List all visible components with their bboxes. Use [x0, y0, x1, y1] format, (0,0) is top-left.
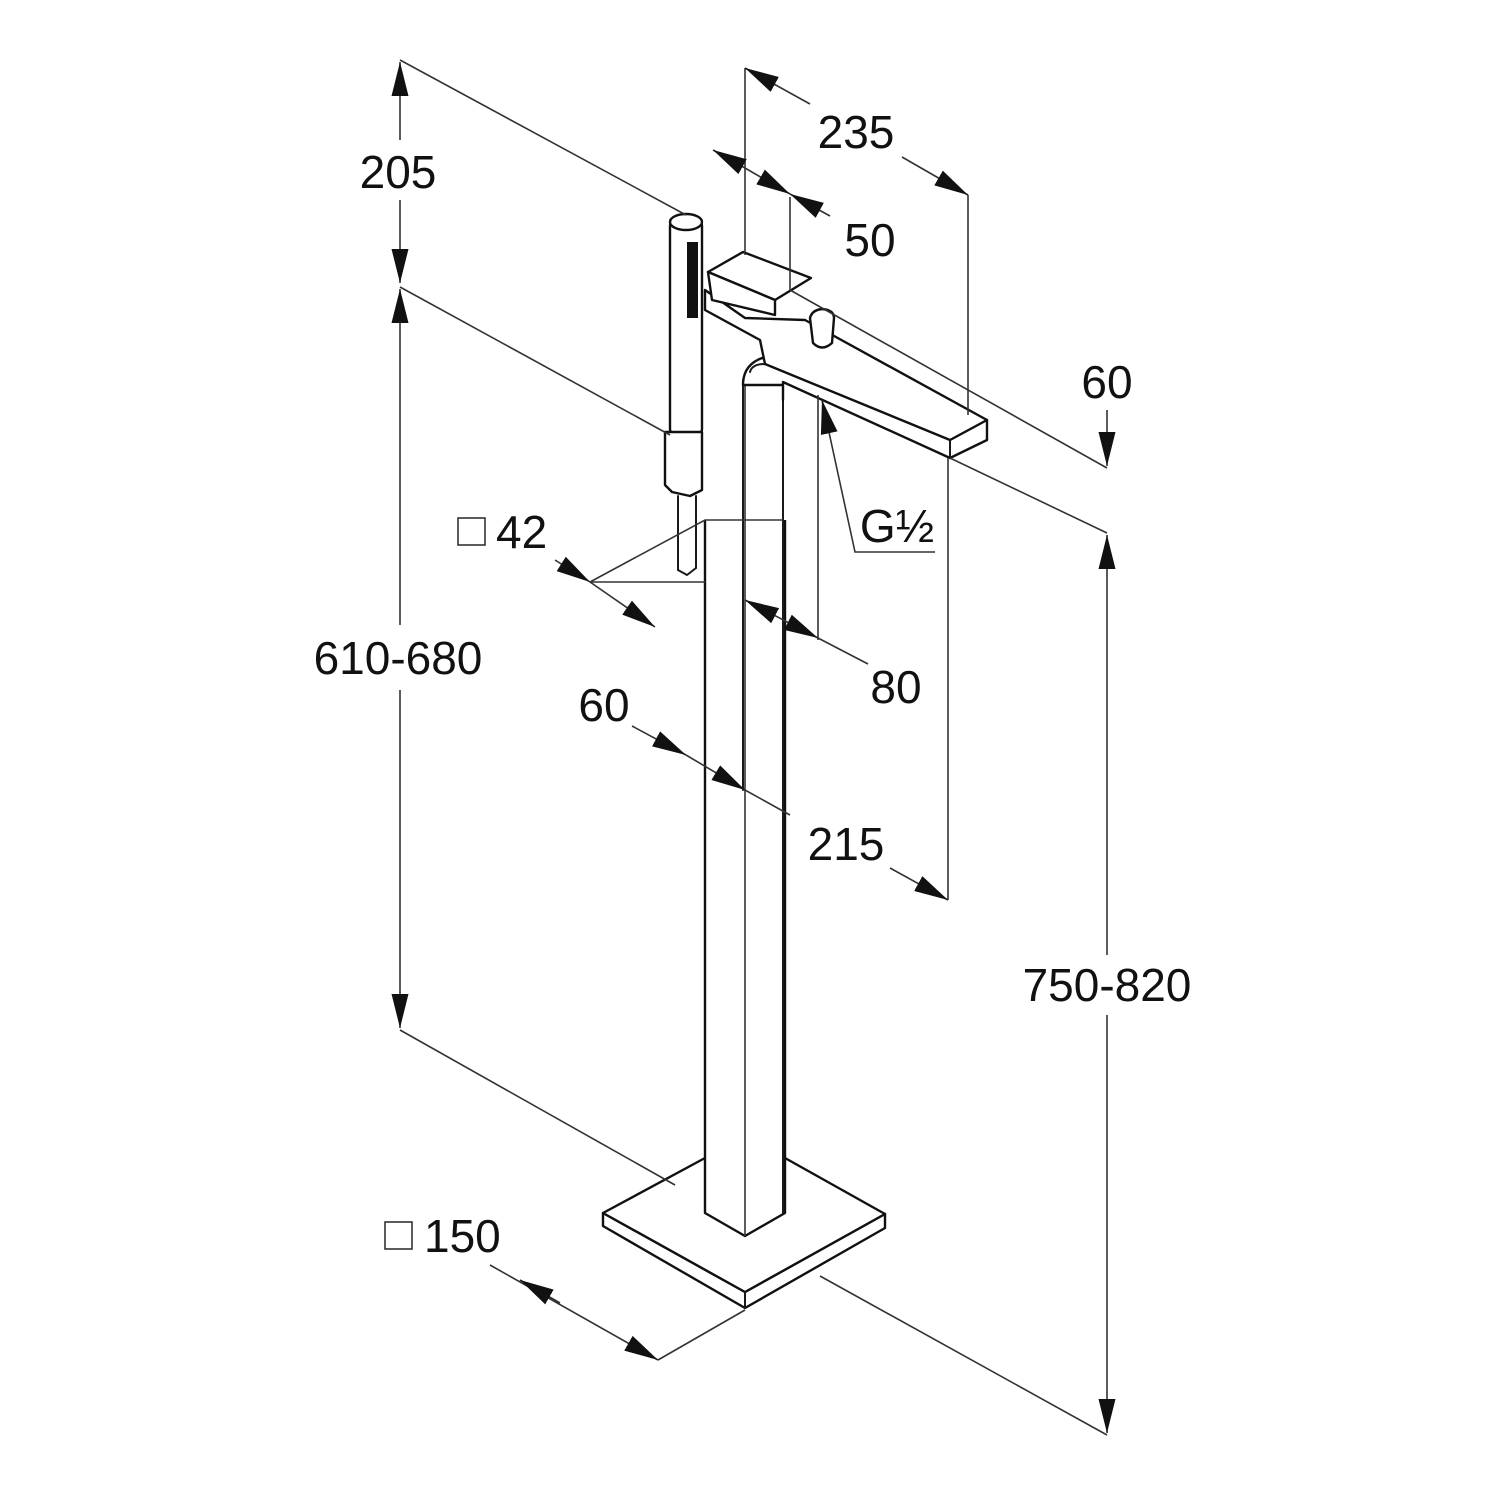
dim-label-215: 215: [808, 818, 885, 870]
shower-bracket-outline: [589, 519, 783, 583]
dim-label-150: 150: [424, 1210, 501, 1262]
diverter-knob: [808, 307, 836, 349]
mixer-lever: [706, 250, 813, 317]
square-symbol-icon: [384, 1221, 413, 1250]
dimension-lines: [391, 59, 1116, 1436]
spout: [703, 288, 989, 460]
dim-label-235: 235: [818, 106, 895, 158]
square-symbol-icon: [457, 517, 486, 546]
dim-label-42: 42: [496, 506, 547, 558]
dim-label-60-hose: 60: [578, 679, 629, 731]
dim-label-50: 50: [844, 214, 895, 266]
dim-label-80: 80: [870, 661, 921, 713]
dim-label-60-spout: 60: [1081, 356, 1132, 408]
column: [703, 379, 787, 1238]
hand-shower: [663, 212, 704, 576]
dim-label-750-820: 750-820: [1023, 959, 1192, 1011]
dim-label-205: 205: [360, 146, 437, 198]
dim-label-610-680: 610-680: [314, 632, 483, 684]
thread-label: G½: [860, 500, 934, 552]
